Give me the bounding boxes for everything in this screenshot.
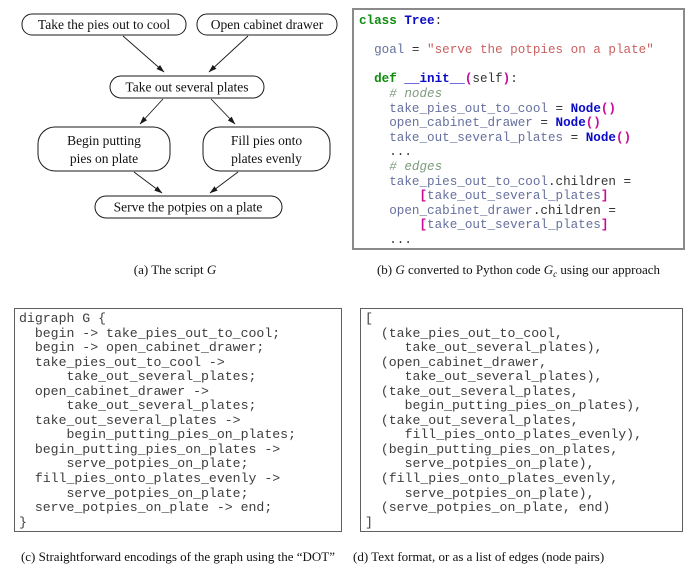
flow-node-fill-pies-onto-plates-evenly: Fill pies onto plates evenly [202,126,331,172]
flow-node-label: Begin putting [67,133,141,148]
flow-node-open-cabinet-drawer: Open cabinet drawer [196,13,338,36]
flow-node-take-pies-out-to-cool: Take the pies out to cool [21,13,187,36]
caption-d: (d) Text format, or as a list of edges (… [353,549,605,564]
flow-node-take-out-several-plates: Take out several plates [109,75,265,99]
caption-b-text: converted to Python code [404,262,544,277]
code-line [359,58,678,73]
flow-node-label: Open cabinet drawer [211,17,324,32]
code-line: [take_out_several_plates] [419,218,609,233]
code-line: goal = "serve the potpies on a plate" [374,43,654,58]
code-line [359,29,678,44]
dot-code-panel: digraph G { begin -> take_pies_out_to_co… [14,308,342,532]
python-code-panel: class Tree: goal = "serve the potpies on… [352,8,685,250]
caption-b: (b) G converted to Python code Gc using … [352,262,685,279]
code-line: open_cabinet_drawer = Node() [389,116,601,131]
code-line: take_pies_out_to_cool = Node() [389,101,616,116]
code-line: open_cabinet_drawer.children = [389,203,616,218]
caption-a: (a) The script G [0,262,350,278]
script-g-symbol: G [395,262,405,277]
code-line: def __init__(self): [374,72,518,87]
dot-code: digraph G { begin -> take_pies_out_to_co… [19,311,296,530]
flow-node-label: pies on plate [70,151,138,166]
script-graph-diagram: Take the pies out to cool Open cabinet d… [21,13,338,219]
flow-node-begin-putting-pies-on-plate: Begin putting pies on plate [37,126,171,172]
code-line: ... [359,232,412,247]
caption-a-text: (a) The script [133,262,207,277]
subscript-c: c [553,269,558,279]
script-g-symbol: G [543,262,554,277]
flow-node-label: Serve the potpies on a plate [114,200,263,215]
flow-node-serve-the-potpies-on-a-plate: Serve the potpies on a plate [94,195,283,219]
code-line: take_pies_out_to_cool.children = [389,174,632,189]
code-line: # edges [389,159,443,174]
script-g-symbol: G [206,262,217,277]
caption-b-text: (b) [376,262,396,277]
flow-node-label: Take out several plates [125,80,248,95]
edge-arrows [122,35,249,194]
python-code: class Tree: goal = "serve the potpies on… [354,10,683,252]
edge-list-panel: [ (take_pies_out_to_cool, take_out_sever… [360,308,683,532]
flow-node-label: Fill pies onto [231,133,303,148]
code-line: # nodes [389,86,443,101]
caption-c: (c) Straightforward encodings of the gra… [20,549,336,564]
code-line: take_out_several_plates = Node() [389,130,632,145]
edge-list-code: [ (take_pies_out_to_cool, take_out_sever… [365,311,642,530]
code-line: class Tree: [359,14,443,28]
flow-node-label: Take the pies out to cool [38,17,170,32]
code-line: [take_out_several_plates] [419,189,609,204]
caption-b-text: using our approach [557,262,661,277]
code-line: ... [359,145,412,160]
flow-node-label: plates evenly [231,151,302,166]
